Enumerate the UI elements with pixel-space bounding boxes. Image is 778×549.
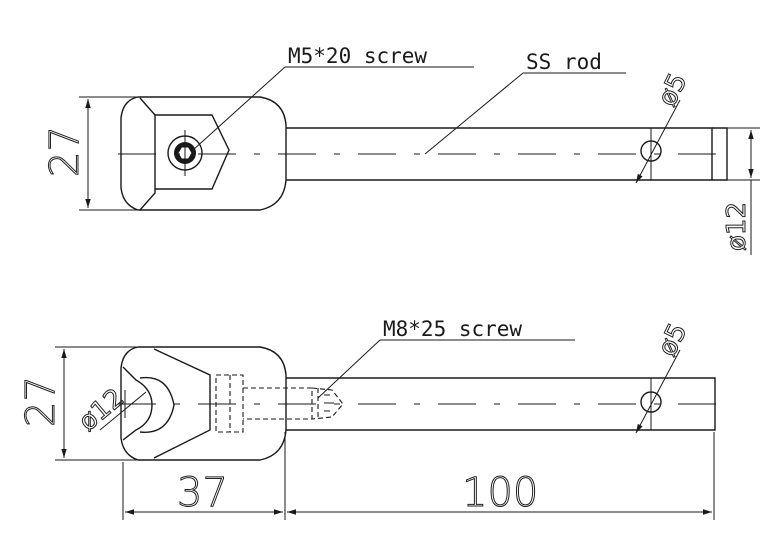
bottom-view: ø5 M8*25 screw ø12 27 37 100 [18,317,730,520]
top-hole-diameter-leader [635,99,681,184]
m5-screw-leader [192,66,286,151]
bottom-jaw-faces [153,348,211,459]
m8-thread-ticks [324,394,334,412]
bottom-hole-diameter-label: ø5 [652,319,693,361]
m5-screw-label: M5*20 screw [288,44,427,68]
top-hole-diameter-label: ø5 [652,69,693,111]
bottom-bore-arc [139,376,175,433]
bottom-hole-diameter-leader [635,349,681,434]
top-height-dim-text: 27 [42,126,88,177]
top-rod-end [712,127,728,181]
m8-screw-hidden-tip [311,387,344,420]
bottom-height-dim-text: 27 [18,376,64,427]
bore-diameter-leader [99,391,147,431]
m8-screw-label: M8*25 screw [383,317,522,341]
top-clamp-head [120,96,287,211]
top-rod-diameter-label: ø12 [722,202,752,251]
top-view: ø5 M5*20 screw SS rod 27 ø12 [42,44,760,255]
m8-screw-leader [317,339,381,399]
rod-length-dim-text: 100 [462,470,538,516]
bottom-v-notch [122,366,153,441]
ss-rod-label: SS rod [526,50,602,74]
ss-rod-leader [424,72,524,155]
bottom-clamp-head [120,346,287,461]
head-length-dim-text: 37 [177,470,228,516]
